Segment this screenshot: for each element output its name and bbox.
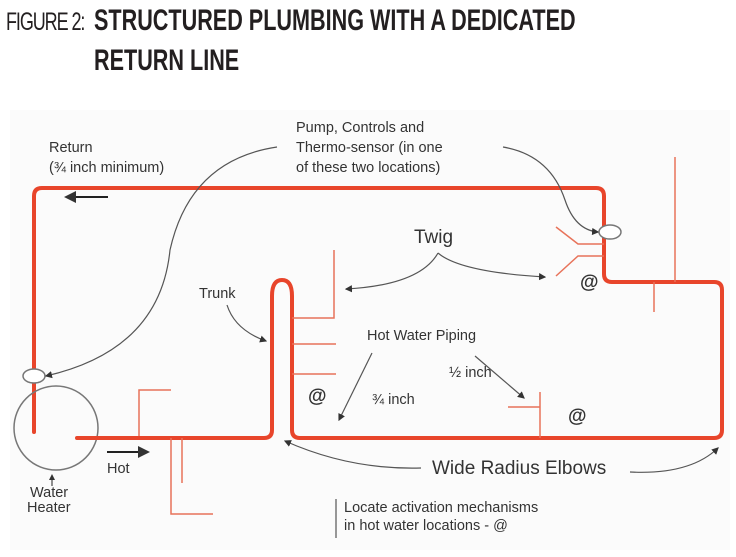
hot-water-piping-label: Hot Water Piping [367,328,476,344]
twig-branch [292,250,335,319]
water-heater-label-line1: Water [30,485,68,501]
pump-leader-left [44,146,278,379]
annotation-leaders [44,146,719,538]
elbows-leader-left [283,440,422,469]
twig-branch [138,389,171,438]
elbows-leader-right [629,447,719,473]
figure-number: FIGURE 2: [6,8,85,36]
pump-label-line2: Thermo-sensor (in one [296,140,443,156]
twig-leader-right [437,252,547,281]
twig-label: Twig [414,227,453,248]
three-quarter-inch-label: ¾ inch [372,392,415,408]
return-label: Return [49,140,93,156]
pump-location-icon [22,368,46,384]
water-heater-label-line2: Heater [27,500,71,516]
half-inch-leader [474,355,525,399]
activation-location-icon: @ [568,406,587,427]
locate-label-line1: Locate activation mechanisms [344,500,538,516]
twig-branch [555,226,604,245]
pump-label-line1: Pump, Controls and [296,120,424,136]
activation-location-icon: @ [580,272,599,293]
trunk-label: Trunk [199,286,236,302]
twig-leader-left [344,252,439,293]
twig-branches [138,157,676,515]
three-quarter-leader [338,352,373,422]
locate-label-line2: in hot water locations - @ [344,518,508,534]
trunk-leader [226,304,268,343]
return-pipe [32,186,724,440]
half-inch-label: ½ inch [449,365,492,381]
figure-title-line2: RETURN LINE [94,44,240,77]
pump-leader-right [502,146,600,236]
twig-branch [170,438,213,515]
activation-location-icon: @ [308,386,327,407]
diagram-background [10,110,730,550]
water-heater-icon [13,385,99,471]
return-size-label: (¾ inch minimum) [49,160,164,176]
wide-radius-elbows-label: Wide Radius Elbows [432,458,606,479]
pump-location-icon [598,224,622,240]
hot-label: Hot [107,461,130,477]
figure-title-line1: STRUCTURED PLUMBING WITH A DEDICATED [94,4,576,37]
pump-label-line3: of these two locations) [296,160,440,176]
twig-branch [555,255,604,277]
